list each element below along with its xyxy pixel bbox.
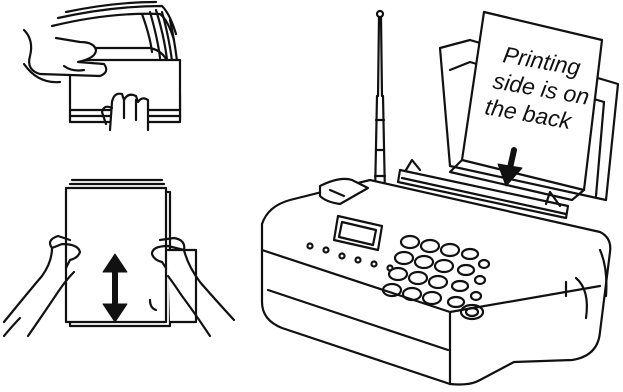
aligning-paper-illustration	[4, 180, 234, 336]
antenna	[375, 11, 385, 196]
fax-machine-illustration: Printing side is on the back	[262, 11, 618, 385]
fanning-paper-illustration	[24, 2, 180, 130]
paper-stack-aligned	[66, 180, 196, 326]
upper-hand	[24, 30, 106, 82]
